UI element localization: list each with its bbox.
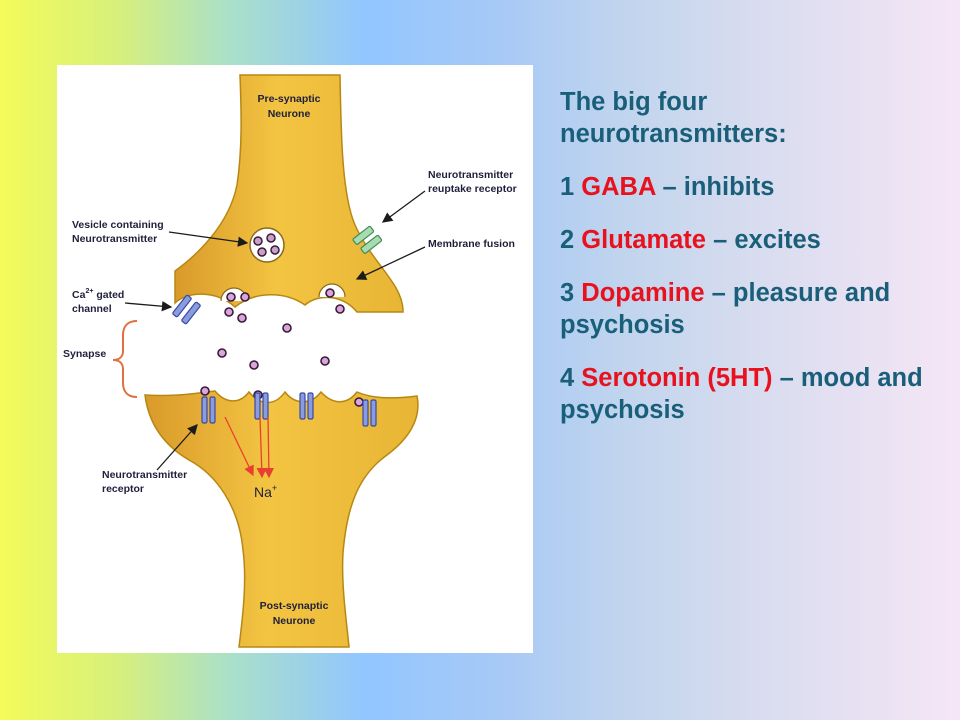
item2-name: Glutamate [581,226,706,254]
vesicle-label-line1: Vesicle containing [72,219,164,231]
membrane-fusion-label: Membrane fusion [428,238,515,250]
calcium-channel-label-line2: channel [72,303,112,315]
synapse-brace [112,320,138,398]
vesicle-label-line2: Neurotransmitter [72,233,157,245]
item3-name: Dopamine [581,279,705,307]
list-heading: The big four neurotransmitters: [560,86,940,150]
presynaptic-label-line2: Neurone [268,108,311,120]
neurotransmitter-list: The big four neurotransmitters: 1 GABA –… [560,86,940,447]
calcium-label-base: Ca [72,289,86,301]
list-item-glutamate: 2 Glutamate – excites [560,224,940,256]
item1-description: – inhibits [655,173,775,201]
sodium-label: Na+ [254,483,277,500]
item4-description: – mood and psychosis [560,364,923,424]
heading-line2: neurotransmitters: [560,120,787,148]
item3-number: 3 [560,279,582,307]
vesicle [249,227,285,263]
item3-description: – pleasure and psychosis [560,279,891,339]
receptor-label-line1: Neurotransmitter [102,469,187,481]
reuptake-label-line1: Neurotransmitter [428,169,513,181]
item4-number: 4 [560,364,582,392]
sodium-influx-arrows [224,416,275,479]
sodium-label-superscript: + [272,483,277,493]
postsynaptic-label-line2: Neurone [273,615,316,627]
synapse-diagram: Pre-synaptic Neurone Post-synaptic Neuro… [63,74,517,648]
list-item-dopamine: 3 Dopamine – pleasure and psychosis [560,277,940,341]
reuptake-receptor [352,225,383,254]
synapse-label: Synapse [63,348,106,360]
item1-name: GABA [581,173,656,201]
pointer-arrows [124,190,426,471]
sodium-label-base: Na [254,484,272,500]
list-item-serotonin: 4 Serotonin (5HT) – mood and psychosis [560,362,940,426]
calcium-label-rest: gated [93,289,124,301]
calcium-channel-label-line1: Ca2+ gated [72,288,124,301]
neurotransmitter-receptors [201,392,377,427]
list-item-gaba: 1 GABA – inhibits [560,171,940,203]
postsynaptic-neuron [144,390,419,648]
reuptake-label-line2: reuptake receptor [428,183,517,195]
neurotransmitter-molecules [200,288,364,407]
heading-line1: The big four [560,88,708,116]
presynaptic-neuron [174,74,404,313]
item2-description: – excites [705,226,821,254]
diagram-panel: Pre-synaptic Neurone Post-synaptic Neuro… [57,65,533,653]
calcium-label-superscript: 2+ [85,288,93,295]
postsynaptic-label-line1: Post-synaptic [260,600,329,612]
receptor-label-line2: receptor [102,483,144,495]
presynaptic-label-line1: Pre-synaptic [257,93,320,105]
calcium-channel [172,294,201,325]
item4-name: Serotonin (5HT) [581,364,773,392]
item2-number: 2 [560,226,582,254]
item1-number: 1 [560,173,582,201]
